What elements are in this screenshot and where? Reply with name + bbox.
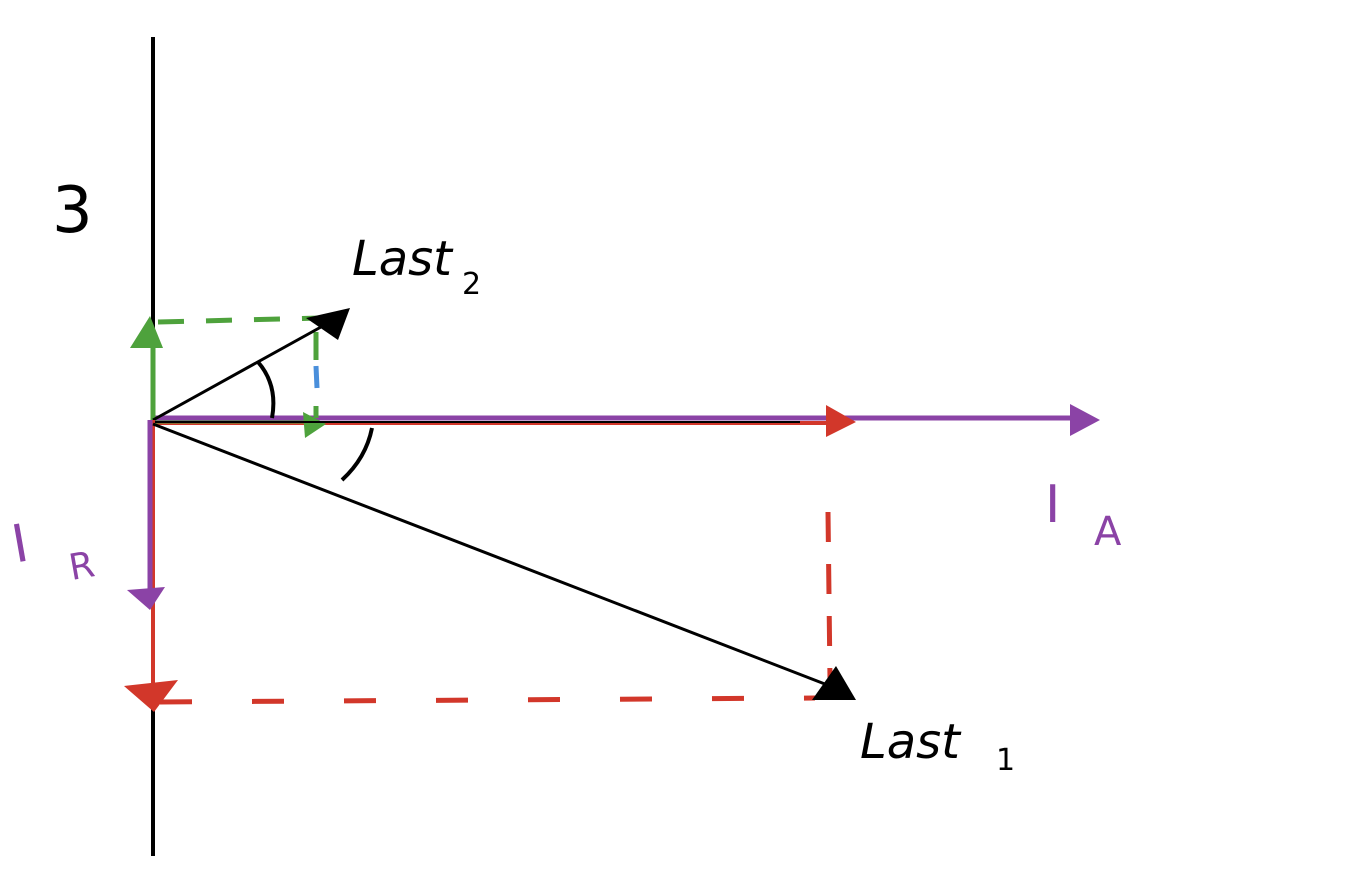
last1-label: Last 1 xyxy=(860,714,1015,778)
ia-label-main: I xyxy=(1045,475,1060,535)
ir-label-main: I xyxy=(7,514,33,576)
red-dashed-vertical xyxy=(825,511,833,681)
last1-vector xyxy=(152,422,831,688)
last2-label: Last 2 xyxy=(352,231,481,302)
red-dashed-horizontal xyxy=(159,695,816,705)
last2-arrowhead xyxy=(306,308,350,340)
green-dashed-horizontal xyxy=(157,315,321,325)
last2-vector xyxy=(152,320,331,422)
green-active-arrowhead xyxy=(303,412,326,438)
ir-label-sub: R xyxy=(66,544,98,589)
blue-dashed-vertical xyxy=(313,365,320,389)
last2-label-main: Last xyxy=(352,231,454,287)
ia-arrowhead xyxy=(1070,404,1100,436)
ir-label: I R xyxy=(7,514,98,589)
red-active-arrowhead xyxy=(826,405,856,437)
angle-arc-last2 xyxy=(256,360,276,419)
ia-label: I A xyxy=(1045,475,1122,555)
last1-arrowhead xyxy=(812,666,856,700)
last2-label-sub: 2 xyxy=(462,267,481,302)
ir-arrowhead xyxy=(127,587,165,610)
last1-label-main: Last xyxy=(860,714,962,770)
angle-arc-last1 xyxy=(340,427,374,482)
number-label: 3 xyxy=(52,174,93,248)
ia-label-sub: A xyxy=(1094,509,1122,555)
last1-label-sub: 1 xyxy=(996,743,1015,778)
green-reactive-arrowhead xyxy=(130,316,163,348)
red-reactive-arrowhead xyxy=(124,680,178,712)
